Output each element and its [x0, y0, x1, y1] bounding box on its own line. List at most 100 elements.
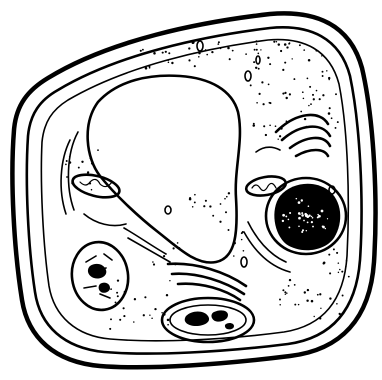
- ribosome-dot: [284, 62, 286, 64]
- ribosome-dot: [255, 40, 257, 42]
- ribosome-dot: [329, 297, 331, 299]
- ribosome-dot: [124, 291, 127, 294]
- ribosome-dot: [227, 47, 230, 50]
- ribosome-dot: [69, 161, 72, 164]
- mitochondrion-cristae: [252, 183, 276, 190]
- golgi-apparatus: [276, 115, 330, 156]
- ribosome-dot: [123, 307, 125, 309]
- ribosome-dot: [152, 261, 154, 263]
- ribosome-dot: [319, 317, 321, 319]
- ribosome-dot: [220, 48, 222, 50]
- ribosome-dot: [339, 313, 341, 315]
- ribosome-dot: [289, 279, 291, 281]
- ribosome-dot: [333, 248, 335, 250]
- ribosome-dot: [89, 182, 91, 184]
- ribosome-dot: [243, 250, 245, 252]
- ribosome-dot: [256, 102, 258, 104]
- chromatin-speck: [306, 230, 307, 231]
- ribosome-dot: [78, 167, 80, 169]
- ribosome-dot: [294, 304, 296, 306]
- ribosome-dot: [116, 292, 118, 294]
- ribosome-dot: [308, 59, 311, 62]
- ribosome-dot: [133, 321, 135, 323]
- ribosome-dot: [321, 55, 322, 56]
- ribosome-dot: [284, 92, 286, 94]
- ribosome-dot: [282, 69, 284, 71]
- ribosome-dot: [299, 44, 301, 46]
- ribosome-dot: [162, 52, 164, 54]
- ribosome-dot: [171, 62, 173, 64]
- ribosome-dot: [71, 182, 74, 185]
- ribosome-dot: [288, 43, 290, 45]
- ribosome-dot: [348, 276, 350, 278]
- ribosome-dot: [323, 261, 326, 264]
- ribosome-dot: [66, 176, 68, 178]
- ribosome-dot: [268, 84, 270, 86]
- ribosome-dot: [269, 102, 271, 104]
- ribosome-dot: [256, 49, 258, 51]
- ribosome-dot: [328, 254, 330, 256]
- ribosome-dot: [328, 79, 330, 81]
- ribosome-dot: [65, 164, 67, 166]
- ribosome-dot: [198, 52, 200, 54]
- ribosome-dot: [110, 288, 112, 290]
- ribosome-dot: [329, 272, 331, 274]
- chromatin-speck: [325, 228, 327, 230]
- ribosome-dot: [144, 296, 146, 298]
- ribosome-dot: [303, 98, 305, 100]
- er-strand: [84, 214, 126, 226]
- ribosome-dot: [279, 304, 281, 306]
- chromatin-speck: [311, 216, 312, 217]
- ribosome-dot: [226, 196, 228, 198]
- ribosome-dot: [336, 303, 338, 305]
- chromatin-speck: [298, 201, 301, 204]
- ribosome-dot: [143, 314, 145, 316]
- ribosome-dot: [69, 156, 71, 158]
- ribosome-dot: [276, 41, 277, 42]
- ribosome-dot: [280, 127, 282, 129]
- ribosome-dot: [279, 299, 281, 301]
- ribosome-dot: [305, 126, 307, 128]
- ribosome-dot: [315, 50, 317, 52]
- ribosome-dot: [154, 308, 156, 310]
- chromatin-speck: [299, 217, 300, 218]
- ribosome-dot: [145, 67, 148, 70]
- ribosome-dot: [335, 93, 337, 95]
- ribosome-dot: [229, 58, 231, 60]
- er-strand: [68, 132, 78, 210]
- chromatin-speck: [288, 226, 290, 228]
- ribosome-dot: [284, 43, 287, 46]
- chromatin-speck: [327, 218, 328, 219]
- chromatin-speck: [282, 220, 284, 222]
- ribosome-dot: [329, 107, 331, 109]
- ribosome-dot: [228, 229, 230, 231]
- ribosome-dot: [304, 291, 306, 293]
- ribosome-dot: [151, 318, 153, 320]
- ribosome-dot: [117, 295, 119, 297]
- chromatin-speck: [322, 226, 325, 229]
- vesicle: [197, 41, 203, 51]
- ribosome-dot: [341, 271, 343, 273]
- ribosome-dot: [253, 124, 256, 127]
- ribosome-dot: [192, 206, 194, 208]
- chromatin-speck: [321, 210, 324, 213]
- ribosome-dot: [177, 242, 179, 244]
- central-vacuole: [88, 76, 240, 263]
- ribosome-dot: [109, 328, 111, 330]
- ribosome-dot: [228, 192, 230, 194]
- chromatin-speck: [301, 212, 303, 214]
- ribosome-dot: [87, 173, 88, 174]
- er-strand: [256, 147, 280, 152]
- ribosome-dot: [211, 51, 213, 53]
- ribosome-dot: [169, 280, 170, 281]
- chromatin-speck: [288, 219, 290, 221]
- ribosome-dot: [263, 125, 265, 127]
- ribosome-dot: [153, 263, 155, 265]
- ribosome-dot: [165, 51, 167, 53]
- ribosome-dot: [308, 105, 309, 106]
- ribosome-dot: [250, 84, 252, 86]
- ribosome-dot: [278, 43, 280, 45]
- ribosome-dot: [174, 263, 176, 265]
- ribosome-dot: [193, 52, 195, 54]
- ribosome-dot: [220, 203, 222, 205]
